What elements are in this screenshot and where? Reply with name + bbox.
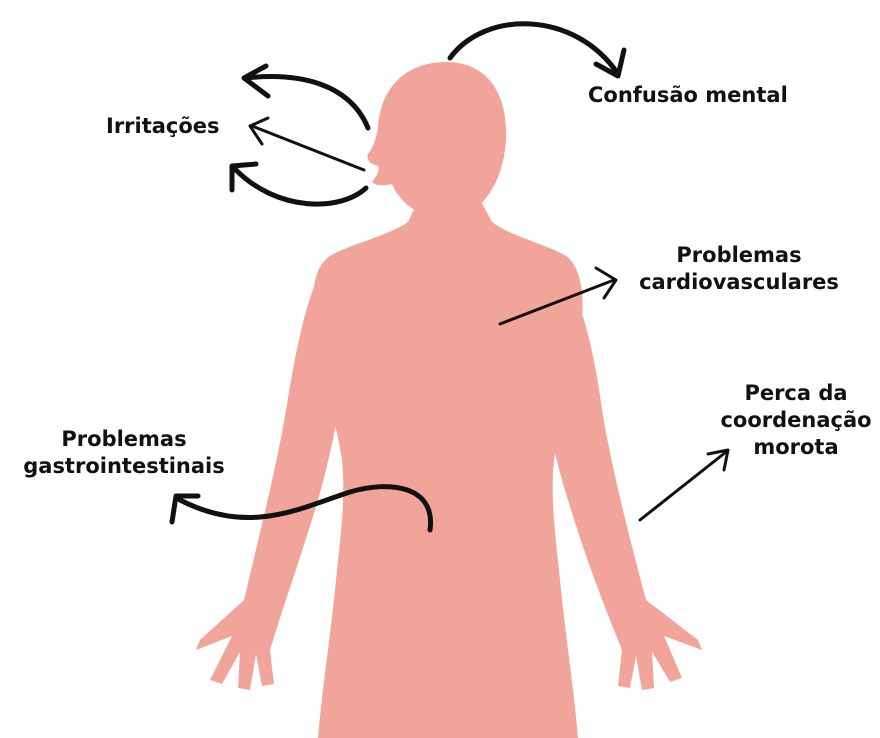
label-gastro-line1: Problemas xyxy=(10,426,238,453)
label-problemas-cardiovasculares: Problemas cardiovasculares xyxy=(634,242,844,296)
label-irritacoes-text: Irritações xyxy=(106,114,220,138)
torso xyxy=(313,196,583,738)
head xyxy=(367,62,506,212)
label-irritacoes: Irritações xyxy=(106,113,220,140)
label-coord-line1: Perca da xyxy=(718,380,874,407)
arrow-confusao xyxy=(450,24,618,74)
label-cardio-line2: cardiovasculares xyxy=(634,269,844,296)
arrow-irritacao-lower xyxy=(234,168,366,204)
label-cardio-line1: Problemas xyxy=(634,242,844,269)
label-coord-line3: morota xyxy=(718,434,874,461)
label-coord-line2: coordenação xyxy=(718,407,874,434)
label-confusao-mental: Confusão mental xyxy=(588,82,788,109)
arrow-irritacao-middle xyxy=(252,126,364,170)
arrow-coordenacao xyxy=(640,452,726,520)
arrowhead-irritacao-upper xyxy=(244,66,268,96)
label-problemas-gastrointestinais: Problemas gastrointestinais xyxy=(10,426,238,480)
label-confusao-text: Confusão mental xyxy=(588,83,788,107)
label-gastro-line2: gastrointestinais xyxy=(10,453,238,480)
label-perca-coordenacao: Perca da coordenação morota xyxy=(718,380,874,461)
body-silhouette xyxy=(196,62,702,738)
